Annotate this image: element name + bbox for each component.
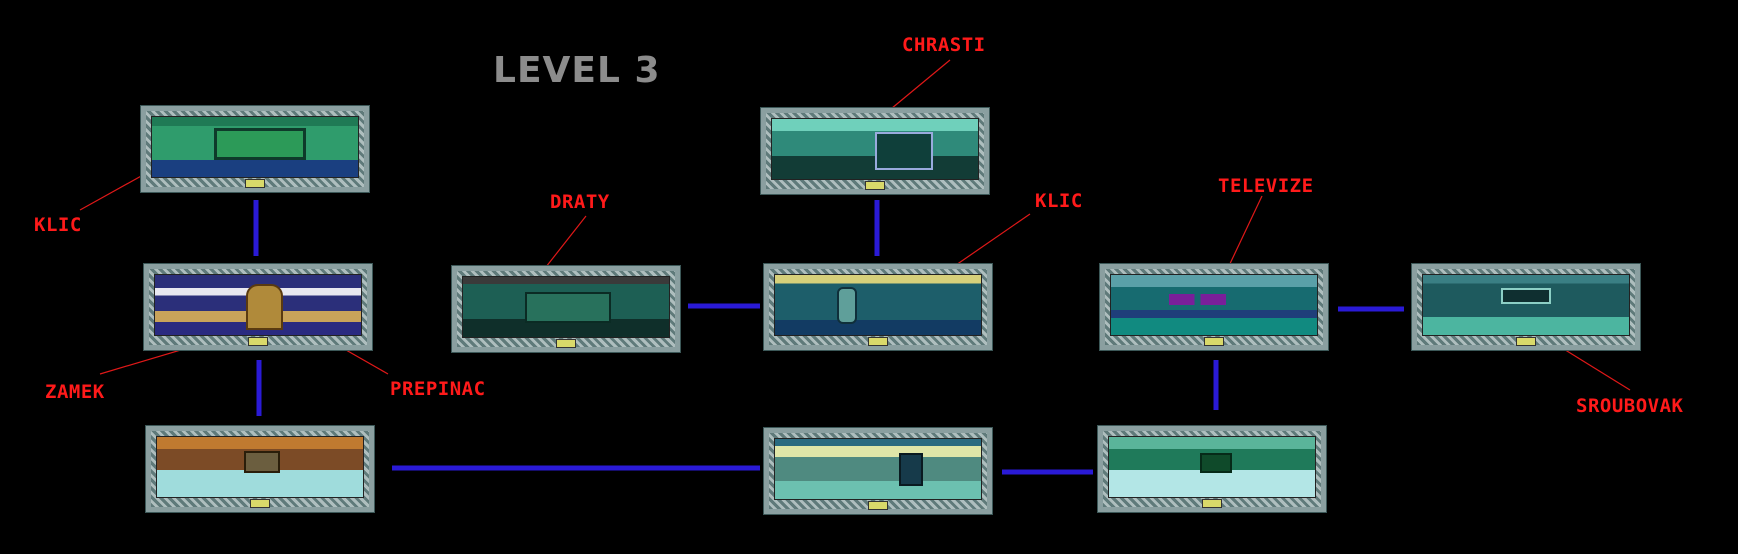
room-plate (865, 181, 885, 190)
room-door-left (143, 263, 373, 351)
room-plate (556, 339, 576, 348)
room-scene (1108, 436, 1316, 498)
room-plate (1202, 499, 1222, 508)
label-prepinac: PREPINAC (390, 378, 486, 400)
room-plate (245, 179, 265, 188)
room-plate (248, 337, 268, 346)
room-plate (868, 501, 888, 510)
room-scene (154, 274, 362, 336)
label-klic-top: KLIC (34, 214, 82, 236)
room-right (1411, 263, 1641, 351)
room-scene (774, 438, 982, 500)
room-top-left (140, 105, 370, 193)
label-klic-mid: KLIC (1035, 190, 1083, 212)
room-scene (1422, 274, 1630, 336)
room-scene (151, 116, 359, 178)
room-television (1099, 263, 1329, 351)
room-scene (774, 274, 982, 336)
label-chrasti: CHRASTI (902, 34, 986, 56)
pointer-line (79, 169, 153, 211)
room-plate (1204, 337, 1224, 346)
label-zamek: ZAMEK (45, 381, 105, 403)
room-scene (771, 118, 979, 180)
room-bottom-left (145, 425, 375, 513)
room-plate (1516, 337, 1536, 346)
room-plate (868, 337, 888, 346)
room-scene (156, 436, 364, 498)
room-connectors (253, 200, 1404, 475)
label-sroubovak: SROUBOVAK (1576, 395, 1684, 417)
room-scene (462, 276, 670, 338)
label-draty: DRATY (550, 191, 610, 213)
room-center (763, 263, 993, 351)
level-title: LEVEL 3 (493, 50, 661, 91)
room-bottom-right (1097, 425, 1327, 513)
room-top-center (760, 107, 990, 195)
room-bottom-center (763, 427, 993, 515)
room-scene (1110, 274, 1318, 336)
label-televize: TELEVIZE (1218, 175, 1314, 197)
room-plate (250, 499, 270, 508)
room-control (451, 265, 681, 353)
